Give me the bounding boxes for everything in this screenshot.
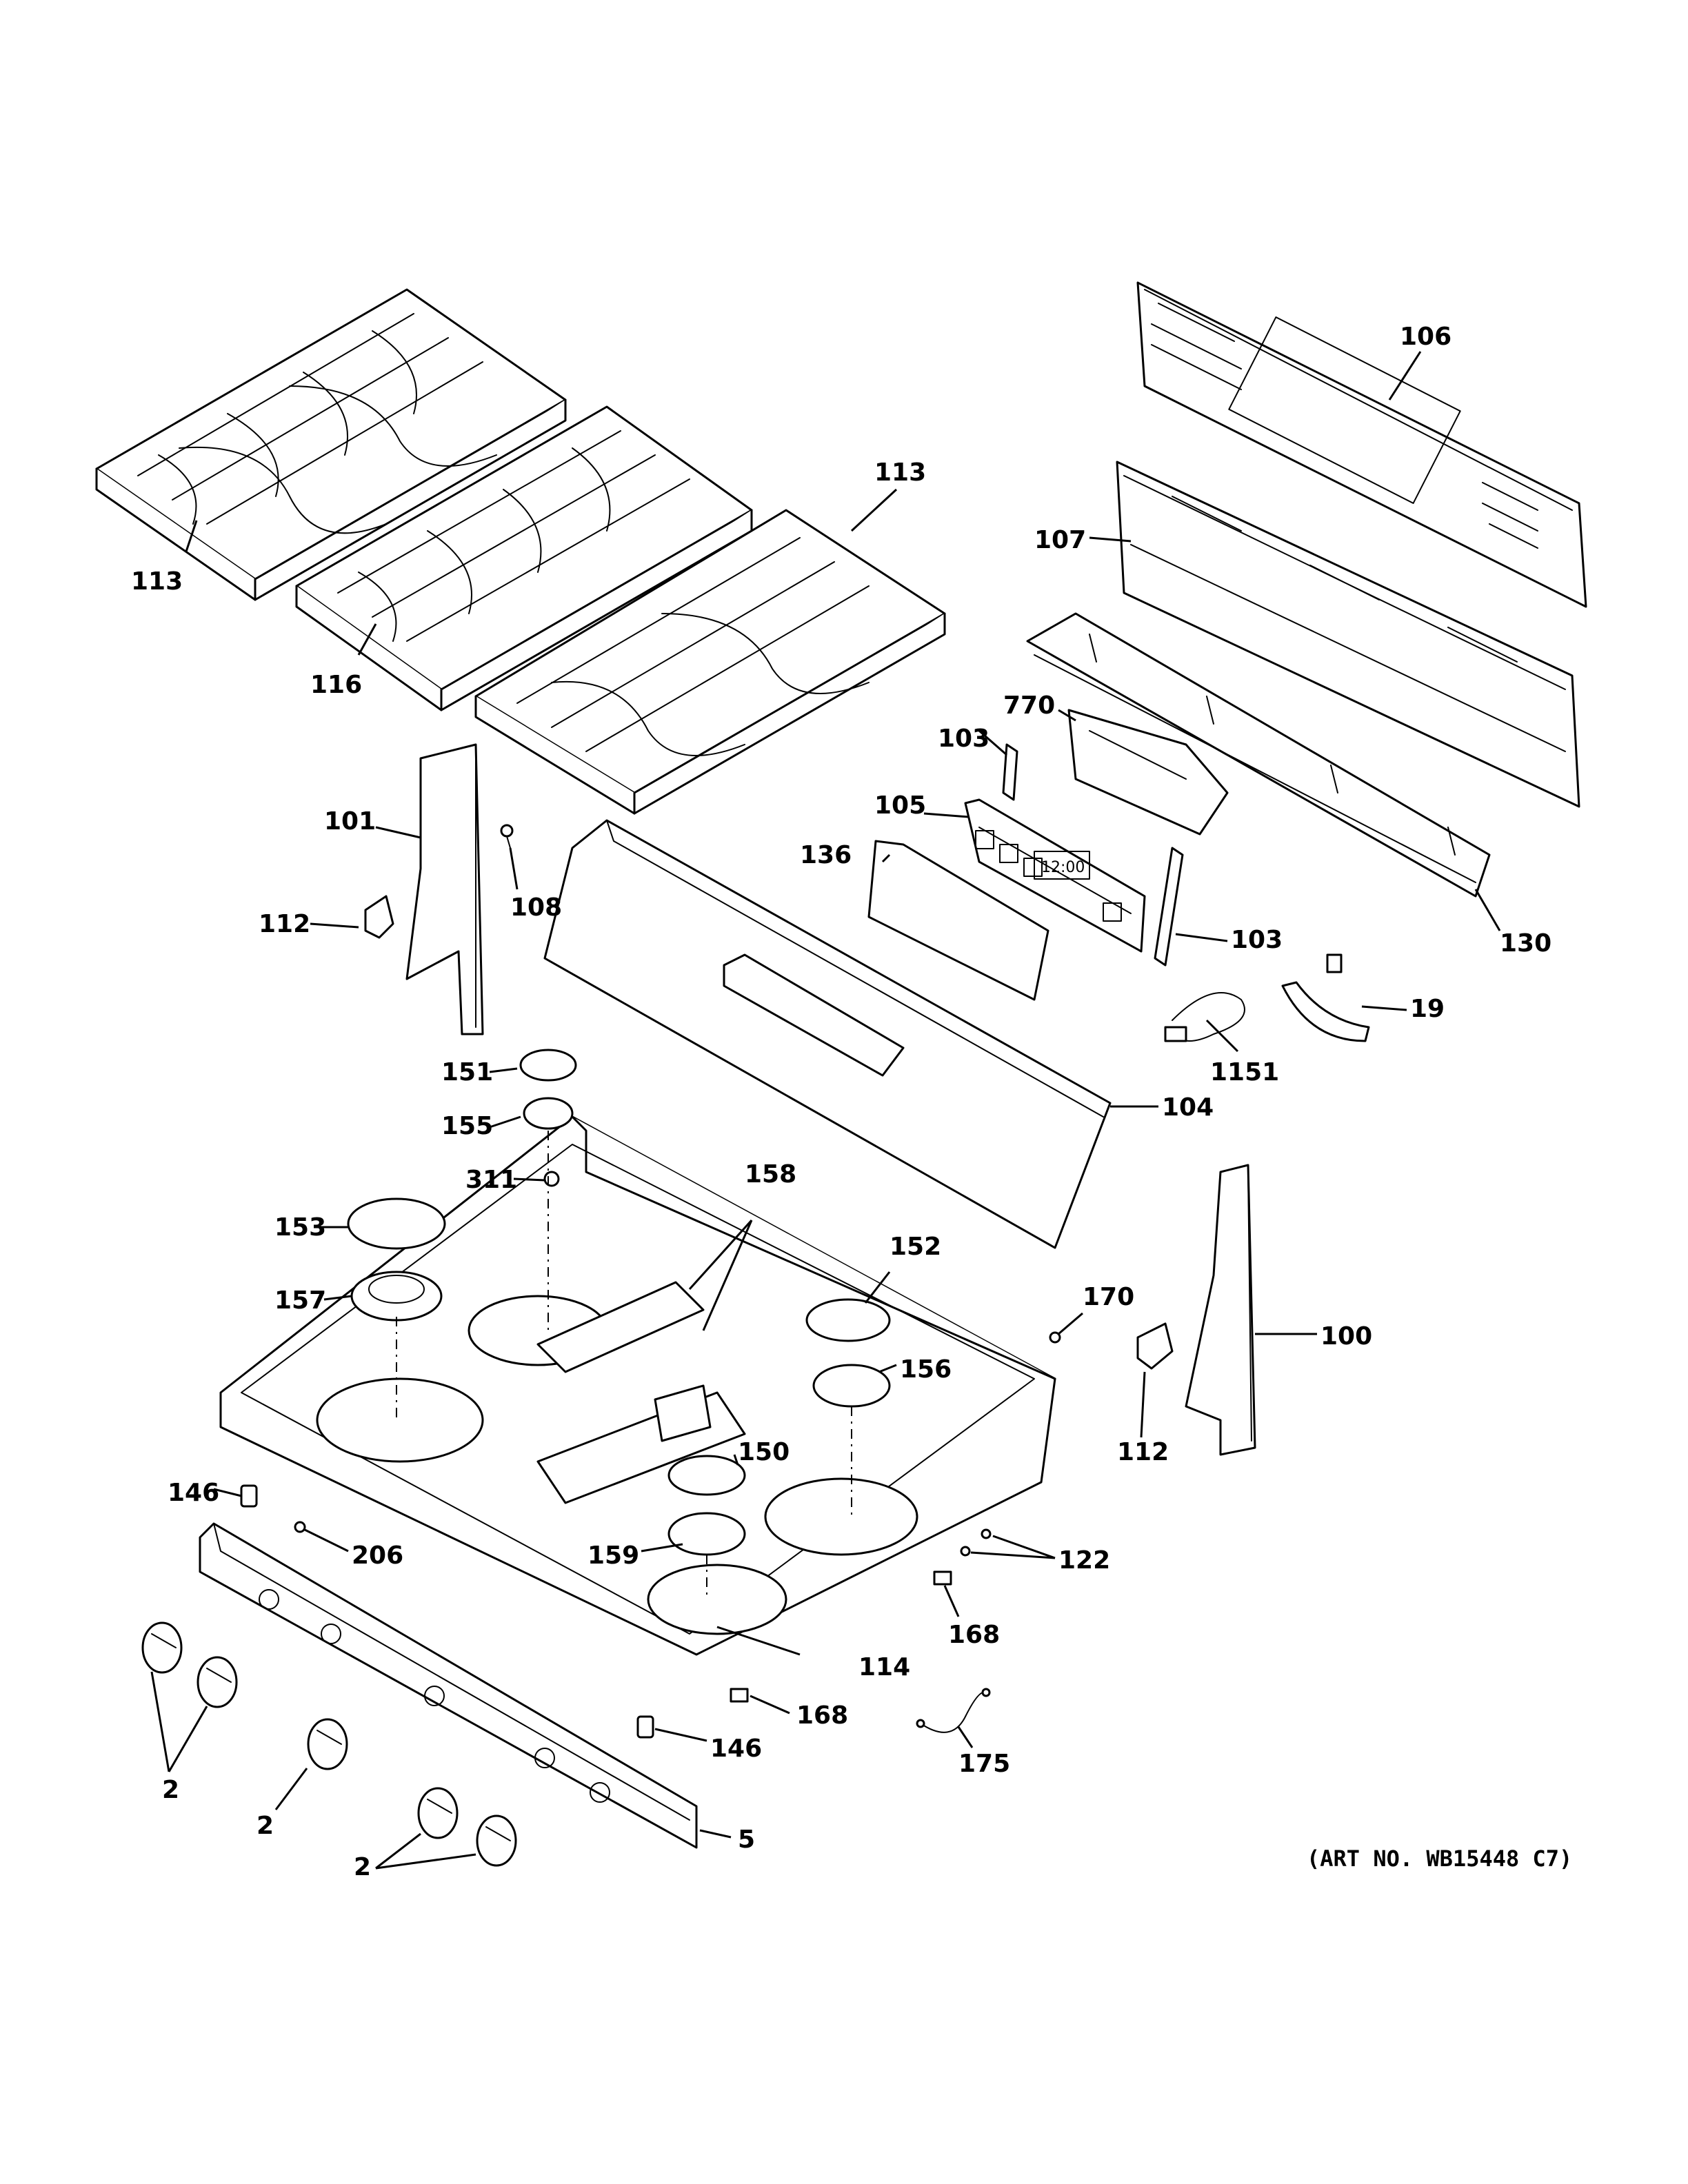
callout-112-left: 112 <box>259 910 310 938</box>
callout-101: 101 <box>324 807 376 836</box>
callout-116: 116 <box>310 671 362 699</box>
callout-105: 105 <box>874 791 926 820</box>
hinge-112-left <box>364 895 394 939</box>
callout-159: 159 <box>587 1541 639 1570</box>
callout-19: 19 <box>1410 995 1445 1023</box>
overlay-136 <box>867 840 1049 1001</box>
control-board-105: 12:00 <box>964 798 1146 953</box>
burner-159 <box>667 1512 746 1556</box>
callout-112-right: 112 <box>1117 1438 1169 1466</box>
manifold-panel-5 <box>199 1522 698 1849</box>
back-panel-106 <box>1136 281 1587 608</box>
clip-168-right <box>933 1570 952 1586</box>
callout-168-right: 168 <box>948 1621 1000 1649</box>
burner-cap-153 <box>347 1197 446 1250</box>
center-grate <box>295 405 753 711</box>
burner-cap-151 <box>519 1049 577 1082</box>
knob-5 <box>476 1814 517 1867</box>
callout-104: 104 <box>1162 1093 1214 1122</box>
callout-5: 5 <box>738 1826 755 1854</box>
backsplash-104 <box>543 819 1112 1249</box>
callout-155: 155 <box>441 1112 493 1140</box>
bracket-103-left <box>1002 743 1018 801</box>
wire-175 <box>916 1688 991 1733</box>
callout-175: 175 <box>958 1750 1010 1778</box>
burner-155 <box>523 1097 574 1130</box>
right-grate <box>474 509 946 815</box>
callout-2-third: 2 <box>354 1853 371 1881</box>
burner-cap-150 <box>667 1455 746 1496</box>
callout-136: 136 <box>800 841 852 869</box>
harness-1151 <box>1164 992 1245 1042</box>
callout-168-left: 168 <box>796 1701 848 1730</box>
callout-122: 122 <box>1058 1546 1110 1575</box>
griddle-burner-158 <box>536 1281 705 1373</box>
callout-114: 114 <box>858 1653 910 1681</box>
callout-151: 151 <box>441 1058 493 1086</box>
callout-1151: 1151 <box>1210 1058 1279 1086</box>
callout-113-left: 113 <box>131 567 183 596</box>
bracket-103-right <box>1154 847 1184 967</box>
callout-146-right: 146 <box>710 1735 762 1763</box>
burner-cap-152 <box>805 1298 891 1342</box>
callout-100: 100 <box>1320 1322 1372 1351</box>
art-number: (ART NO. WB15448 C7) <box>1307 1846 1572 1872</box>
callout-106: 106 <box>1400 323 1451 351</box>
callout-206: 206 <box>352 1541 403 1570</box>
back-panel-107 <box>1116 461 1580 808</box>
burner-156 <box>812 1364 891 1408</box>
knob-3 <box>307 1718 348 1770</box>
callout-153: 153 <box>274 1213 326 1242</box>
screw-206 <box>294 1521 306 1533</box>
callout-130: 130 <box>1500 929 1551 958</box>
orifice-311 <box>543 1171 560 1187</box>
callout-103-top: 103 <box>938 725 989 753</box>
tie-strap-19 <box>1281 953 1370 1042</box>
bracket-770 <box>1067 709 1229 836</box>
callout-152: 152 <box>890 1233 941 1261</box>
callout-770: 770 <box>1003 691 1055 720</box>
left-grate <box>95 288 567 601</box>
callout-2-first: 2 <box>162 1776 179 1804</box>
clip-146-right <box>636 1715 654 1739</box>
callout-311: 311 <box>465 1166 517 1194</box>
clip-146-left <box>240 1484 258 1508</box>
callout-2-second: 2 <box>257 1812 274 1840</box>
callout-108: 108 <box>510 893 562 922</box>
callout-113-right: 113 <box>874 458 926 487</box>
callout-107: 107 <box>1034 526 1086 554</box>
clip-168-left <box>730 1688 749 1703</box>
vent-trim-130 <box>1026 612 1491 898</box>
knob-4 <box>417 1787 459 1839</box>
screw-108 <box>500 824 514 849</box>
burner-157 <box>350 1271 443 1322</box>
screw-170 <box>1049 1331 1061 1344</box>
side-trim-100 <box>1185 1164 1256 1456</box>
side-trim-101 <box>405 743 484 1035</box>
callout-156: 156 <box>900 1355 952 1384</box>
callout-157: 157 <box>274 1286 326 1315</box>
screws-122 <box>960 1528 992 1557</box>
knob-1 <box>141 1621 183 1674</box>
callout-170: 170 <box>1083 1283 1134 1311</box>
callout-103-bottom: 103 <box>1231 926 1283 954</box>
callout-146-left: 146 <box>168 1479 219 1507</box>
callout-150: 150 <box>738 1438 790 1466</box>
cooktop-114 <box>219 1115 1056 1656</box>
callout-158: 158 <box>745 1160 796 1189</box>
hinge-112-right <box>1136 1322 1174 1370</box>
control-display-clock: 12:00 <box>1041 859 1085 876</box>
knob-2 <box>197 1656 238 1708</box>
